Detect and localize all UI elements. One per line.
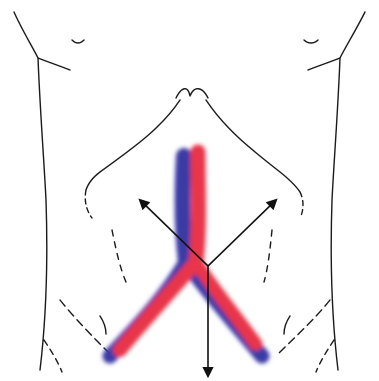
aorta xyxy=(196,152,199,262)
inferior-vena-cava xyxy=(183,156,186,262)
